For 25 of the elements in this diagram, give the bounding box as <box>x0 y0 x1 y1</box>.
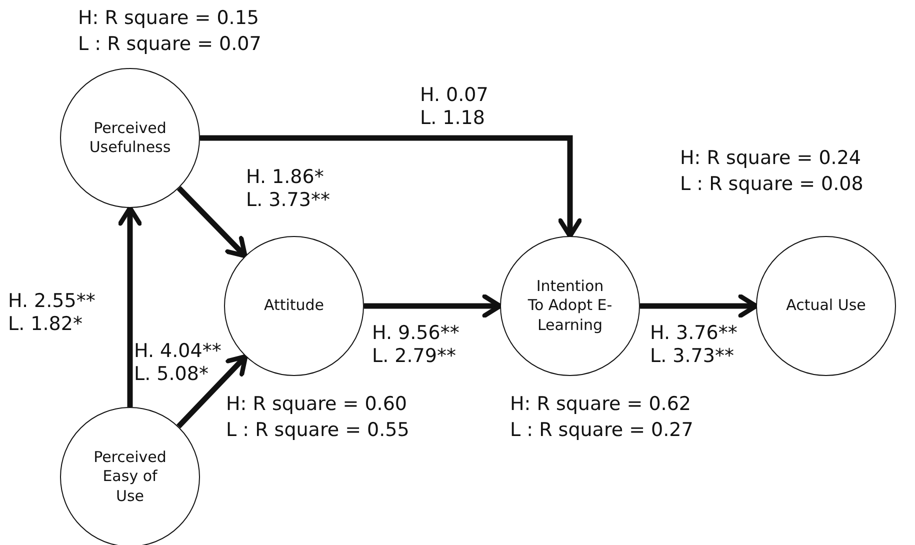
path-arrow <box>640 294 758 318</box>
edge-label: H. 4.04** L. 5.08* <box>134 340 222 386</box>
r-square-value: H: R square = 0.15 <box>78 6 260 31</box>
path-arrow <box>176 186 248 258</box>
path-arrow <box>200 135 582 238</box>
path-arrow <box>364 294 502 318</box>
r-square-value: H: R square = 0.24 <box>680 146 862 171</box>
edge-label: H. 3.76** L. 3.73** <box>650 322 738 368</box>
path-arrow <box>118 206 142 407</box>
r-square-value: L : R square = 0.07 <box>78 32 262 57</box>
edge-label: H. 2.55** L. 1.82* <box>8 290 96 336</box>
r-square-value: H: R square = 0.60 <box>226 392 408 417</box>
r-square-value: L : R square = 0.27 <box>510 418 694 443</box>
edge-label: H. 0.07 L. 1.18 <box>420 84 490 130</box>
edge-label: H. 9.56** L. 2.79** <box>372 322 460 368</box>
construct-name: Perceived Easy of Use <box>92 448 168 506</box>
r-square-value: H: R square = 0.62 <box>510 392 692 417</box>
r-square-value: L : R square = 0.55 <box>226 418 410 443</box>
construct-name: Intention To Adopt E-Learning <box>526 276 614 336</box>
construct-name: Perceived Usefulness <box>88 118 172 158</box>
construct-name: Attitude <box>262 296 326 316</box>
r-square-value: L : R square = 0.08 <box>680 172 864 197</box>
construct-name: Actual Use <box>785 296 867 316</box>
path-arrow <box>176 354 248 428</box>
edge-label: H. 1.86* L. 3.73** <box>246 166 331 212</box>
